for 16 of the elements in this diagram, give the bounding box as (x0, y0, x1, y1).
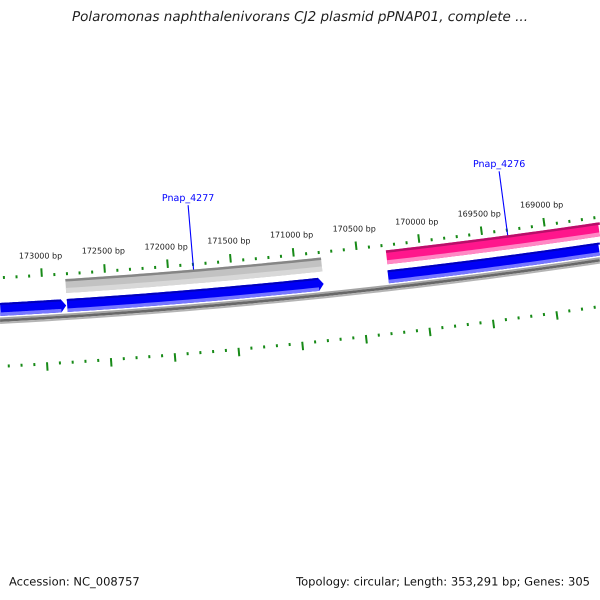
leader-line (498, 171, 508, 236)
tick-label: 170500 bp (332, 224, 376, 234)
tick-label: 170000 bp (395, 216, 438, 226)
genome-summary-text: Topology: circular; Length: 353,291 bp; Genes: 305 (296, 575, 590, 589)
tick-label: 169000 bp (520, 200, 564, 210)
gene-label: Pnap_4276 (472, 160, 526, 172)
map-title: Polaromonas naphthalenivorans CJ2 plasmid pPNAP01, complete ... (72, 10, 528, 26)
leader-line (188, 205, 194, 270)
tick-label: 169500 bp (458, 209, 501, 218)
tick-label: 173000 bp (18, 250, 62, 260)
gene-bar (65, 257, 322, 294)
tick-label: 171500 bp (207, 236, 250, 246)
gene-label: Pnap_4277 (162, 194, 214, 206)
tick-label: 171000 bp (270, 230, 314, 240)
tick-label: 172000 bp (144, 242, 188, 252)
accession-text: Accession: NC_008757 (9, 575, 140, 589)
